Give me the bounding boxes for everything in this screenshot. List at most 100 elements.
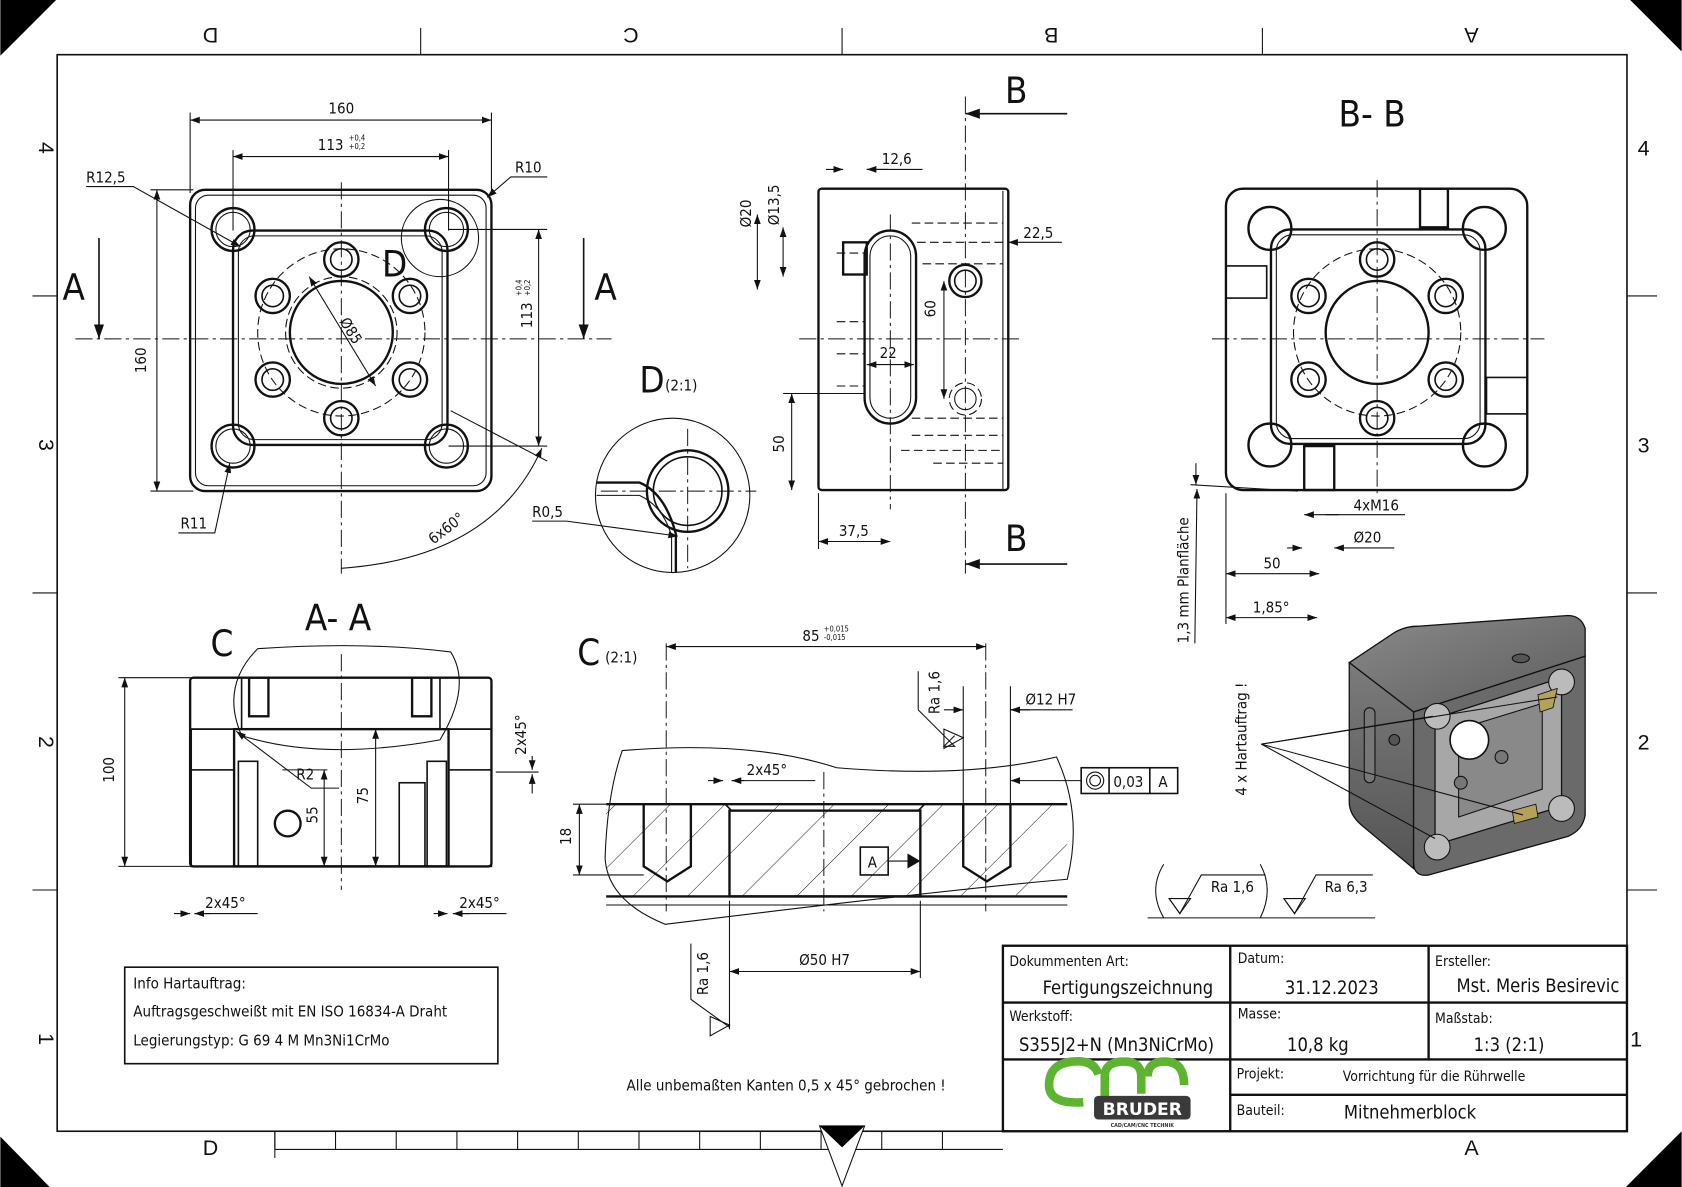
- scale-ruler: [274, 1131, 1003, 1164]
- top-view: D A A 160 113 +0,4 +0,2 160 113 +0,4 +0,…: [63, 100, 617, 574]
- dim-diameter-20-bb: Ø20: [1354, 529, 1382, 547]
- general-surface-finish: Ra 1,6 Ra 6,3: [1147, 863, 1375, 919]
- detail-d-label: D: [639, 358, 664, 401]
- roughness-top-ra-1-6: Ra 1,6: [926, 671, 944, 714]
- dim-radius-r2: R2: [296, 766, 314, 784]
- dim-depth-12-6: 12,6: [882, 150, 912, 168]
- dim-distance-85-tol-lower: -0,015: [824, 633, 846, 642]
- tolerance-value: 0,03: [1113, 773, 1143, 791]
- zone-label-left-4: 4: [34, 142, 58, 154]
- dim-chamfer-bottom-right: 2x45°: [459, 894, 499, 912]
- company-logo: BRUDER CAD/CAM/CNC TECHNIK: [1044, 1056, 1191, 1129]
- zone-label-left-2: 2: [34, 736, 58, 748]
- dim-height-113-tol-lower: +0,2: [523, 280, 532, 296]
- dim-offset-22-5: 22,5: [1023, 224, 1053, 242]
- logo-brand: BRUDER: [1103, 1100, 1182, 1120]
- dim-radius-r11: R11: [180, 515, 207, 533]
- info-box-line2: Legierungstyp: G 69 4 M Mn3Ni1CrMo: [133, 1031, 389, 1049]
- dim-bolt-circle-85: Ø85: [336, 314, 366, 347]
- dim-bore-50-h7: Ø50 H7: [799, 951, 850, 969]
- project-value: Vorrichtung für die Rührwelle: [1343, 1069, 1526, 1085]
- dim-width-160: 160: [328, 100, 354, 118]
- dim-width-50-bb: 50: [1263, 554, 1280, 572]
- zone-label-right-2: 2: [1638, 731, 1650, 755]
- section-marker-a-left: A: [63, 266, 86, 309]
- dim-height-100: 100: [100, 757, 118, 783]
- section-marker-b-bottom: B: [1005, 517, 1028, 560]
- doc-type-label: Dokummenten Art:: [1009, 954, 1128, 970]
- dim-radius-r10: R10: [515, 159, 542, 177]
- tolerance-datum: A: [1158, 773, 1168, 791]
- hardfacing-pad: [1537, 687, 1558, 713]
- zone-label-right-3: 3: [1638, 433, 1650, 457]
- concentricity-icon: [1086, 771, 1105, 790]
- section-a-a-view: A- A C 100 75 55 R2 2x45° 2x45°: [100, 596, 539, 917]
- mass-label: Masse:: [1238, 1007, 1281, 1023]
- info-box-title: Info Hartauftrag:: [133, 975, 246, 993]
- scale-value: 1:3 (2:1): [1474, 1035, 1545, 1056]
- dim-radius-r12-5: R12,5: [86, 168, 125, 186]
- logo-tagline: CAD/CAM/CNC TECHNIK: [1111, 1123, 1175, 1129]
- dim-height-18: 18: [557, 828, 575, 845]
- side-view: B B 12,6 Ø20 Ø13,5 22,5 60 22 50 37,5: [737, 69, 1068, 574]
- dim-height-160: 160: [132, 347, 150, 373]
- mass-value: 10,8 kg: [1287, 1035, 1349, 1056]
- zone-label-top-d: D: [203, 23, 218, 47]
- centering-mark-icon: [818, 1125, 866, 1187]
- zone-label-right-1: 1: [1630, 1028, 1642, 1052]
- datum-label-a: A: [868, 853, 878, 871]
- info-box-line1: Auftragsgeschweißt mit EN ISO 16834-A Dr…: [133, 1003, 447, 1021]
- author-value: Mst. Meris Besirevic: [1456, 976, 1619, 997]
- detail-c-scale: (2:1): [605, 649, 637, 667]
- dim-distance-85-tol-upper: +0,015: [824, 625, 849, 634]
- dim-width-113: 113: [318, 136, 344, 154]
- detail-d-scale: (2:1): [665, 376, 697, 394]
- dim-thread-4xm16: 4xM16: [1354, 496, 1399, 514]
- doc-type-value: Fertigungszeichnung: [1043, 978, 1214, 999]
- dim-height-75: 75: [354, 787, 372, 804]
- roughness-bottom-ra-1-6: Ra 1,6: [694, 952, 712, 995]
- title-block: Dokummenten Art: Fertigungszeichnung Dat…: [1001, 944, 1629, 1133]
- section-a-a-title: A- A: [305, 596, 372, 639]
- dim-height-113-tol-upper: +0,4: [514, 280, 523, 296]
- dim-slot-length-60: 60: [921, 300, 939, 317]
- dim-height-50: 50: [770, 435, 788, 452]
- dim-chamfer-2x45: 2x45°: [747, 761, 787, 779]
- dim-angle-1-85: 1,85°: [1253, 598, 1290, 616]
- date-label: Datum:: [1238, 951, 1285, 967]
- zone-grid-ticks: [32, 27, 1657, 891]
- zone-label-left-3: 3: [34, 439, 58, 451]
- zone-label-bottom-a: A: [1464, 1136, 1479, 1160]
- geometric-tolerance-frame: 0,03 A: [1010, 766, 1179, 795]
- project-label: Projekt:: [1237, 1067, 1284, 1083]
- section-b-b-view: B- B 4xM16 Ø20 50 1,85°: [1174, 93, 1545, 644]
- section-marker-b-top: B: [1005, 69, 1028, 112]
- dim-diameter-20: Ø20: [737, 200, 755, 228]
- surface-finish-ra-1-6: Ra 1,6: [1211, 878, 1254, 896]
- dim-height-55: 55: [304, 806, 322, 823]
- dim-width-37-5: 37,5: [839, 522, 869, 540]
- author-label: Ersteller:: [1435, 954, 1491, 970]
- zone-label-bottom-d: D: [203, 1136, 218, 1160]
- dim-radius-r0-5: R0,5: [532, 503, 563, 521]
- info-box-hardfacing: Info Hartauftrag: Auftragsgeschweißt mit…: [123, 966, 499, 1065]
- detail-c-label: C: [577, 631, 600, 674]
- isometric-view: 4 x Hartauftrag !: [1232, 614, 1586, 876]
- part-label: Bauteil:: [1237, 1103, 1285, 1119]
- dim-chamfer-right: 2x45°: [512, 714, 530, 754]
- section-marker-a-right: A: [594, 266, 617, 309]
- dim-hole-12-h7: Ø12 H7: [1025, 690, 1076, 708]
- zone-label-top-c: C: [623, 23, 638, 47]
- detail-marker-d: D: [382, 243, 407, 286]
- dim-slot-width-22: 22: [880, 344, 897, 362]
- dim-chamfer-bottom-left: 2x45°: [205, 894, 245, 912]
- detail-marker-c: C: [211, 622, 234, 665]
- detail-d-view: D (2:1) R0,5: [532, 358, 757, 574]
- material-value: S355J2+N (Mn3NiCrMo): [1019, 1035, 1214, 1056]
- hardfacing-pad: [1511, 803, 1539, 825]
- dim-diameter-13-5: Ø13,5: [765, 185, 783, 226]
- date-value: 31.12.2023: [1285, 978, 1379, 999]
- dim-height-113: 113: [518, 302, 536, 328]
